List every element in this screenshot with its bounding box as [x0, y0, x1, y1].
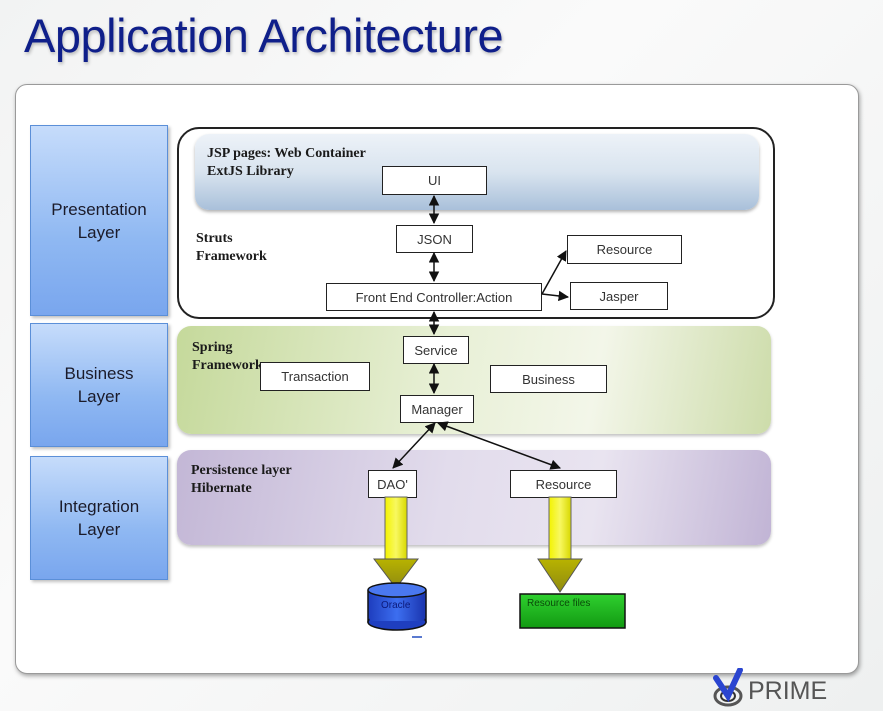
prime-logo-icon	[713, 668, 743, 707]
transaction-box: Transaction	[260, 362, 370, 391]
presentation-layer-label: Presentation Layer	[30, 125, 168, 316]
persistence-hibernate-label: Persistence layer Hibernate	[191, 463, 292, 496]
struts-framework-label: Struts Framework	[196, 231, 267, 264]
dao-box: DAO'	[368, 470, 417, 498]
oracle-label: Oracle	[381, 600, 411, 611]
resource-files-label: Resource files	[527, 598, 591, 609]
front-end-controller-box: Front End Controller:Action	[326, 283, 542, 311]
business-layer-text: Business Layer	[64, 364, 134, 406]
business-box: Business	[490, 365, 607, 393]
slide-title: Application Architecture	[24, 9, 504, 62]
spring-framework-label: Spring Framework	[192, 340, 263, 373]
manager-box: Manager	[400, 395, 474, 423]
prime-logo-text: PRIME	[748, 677, 828, 705]
jasper-box: Jasper	[570, 282, 668, 310]
ui-box: UI	[382, 166, 487, 195]
resource-box-integration: Resource	[510, 470, 617, 498]
integration-layer-label: Integration Layer	[30, 456, 168, 580]
presentation-layer-text: Presentation Layer	[51, 199, 147, 242]
business-layer-label: Business Layer	[30, 323, 168, 447]
jsp-container-label: JSP pages: Web Container ExtJS Library	[207, 146, 366, 179]
service-box: Service	[403, 336, 469, 364]
integration-layer-text: Integration Layer	[58, 497, 140, 539]
resource-box-presentation: Resource	[567, 235, 682, 264]
json-box: JSON	[396, 225, 473, 253]
